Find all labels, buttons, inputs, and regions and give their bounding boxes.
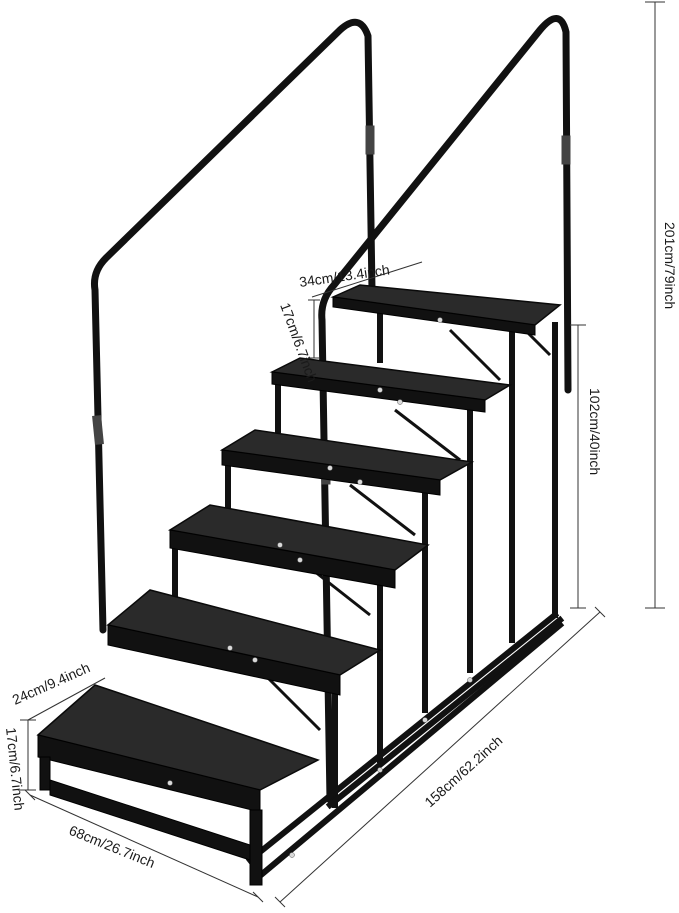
top-depth-label: 34cm/13.4inch	[298, 261, 390, 290]
dimension-total-height: 201cm/79inch	[645, 1, 678, 609]
tread-3	[167, 504, 430, 589]
dimension-platform-height: 102cm/40inch	[570, 324, 603, 609]
right-handrail	[318, 15, 572, 804]
left-handrail	[91, 18, 376, 634]
dimension-riser-bottom: 17cm/6.7inch	[3, 719, 36, 811]
tread-1	[36, 684, 320, 886]
base-frame	[245, 610, 565, 885]
bolts	[167, 317, 473, 858]
total-height-label: 201cm/79inch	[662, 222, 678, 309]
tread-2	[106, 589, 382, 696]
length-label: 158cm/62.2inch	[421, 732, 505, 810]
tread-4	[219, 429, 475, 496]
riser-bottom-label: 17cm/6.7inch	[3, 727, 28, 811]
tread-6	[330, 284, 562, 336]
platform-height-label: 102cm/40inch	[587, 388, 603, 475]
